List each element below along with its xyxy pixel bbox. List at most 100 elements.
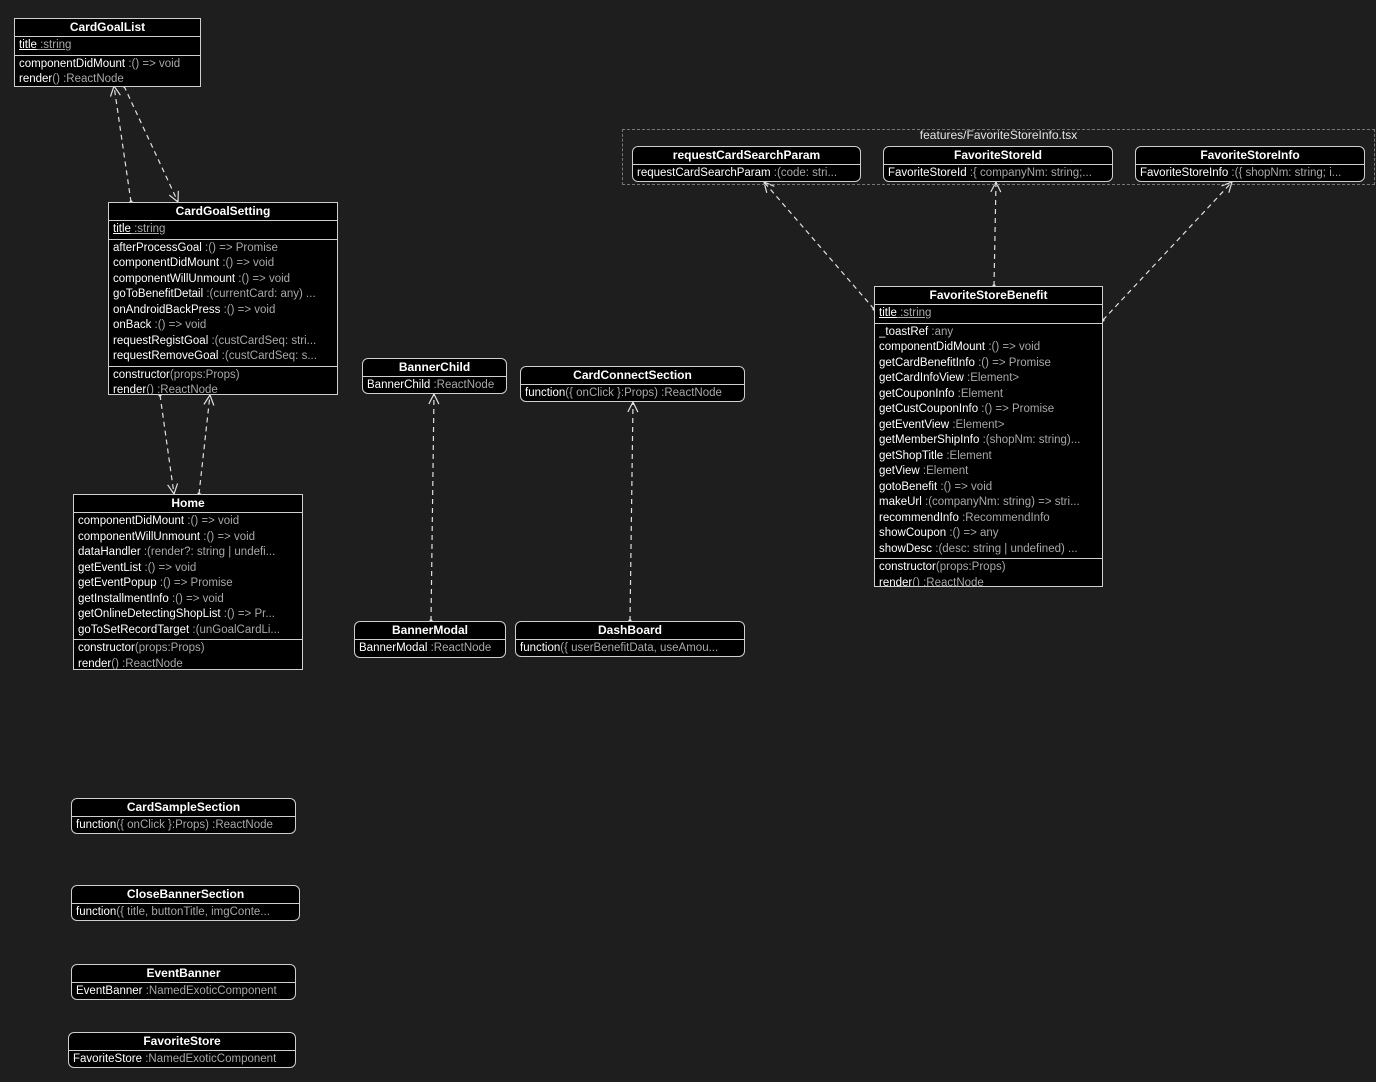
- member-type: :any: [928, 325, 954, 338]
- class-member: componentDidMount :() => void: [113, 256, 333, 272]
- member-type: (props:Props): [134, 642, 205, 654]
- member-name: getCouponInfo: [879, 387, 955, 400]
- member-name: componentWillUnmount: [78, 530, 201, 543]
- class-member: FavoriteStore :NamedExoticComponent: [73, 1052, 291, 1067]
- class-member: componentWillUnmount :() => void: [113, 272, 333, 288]
- class-title: Home: [74, 495, 302, 513]
- edge-card-goal-setting-to-card-goal-list: [114, 86, 132, 203]
- class-title: CardSampleSection: [72, 799, 295, 817]
- class-member: getCardBenefitInfo :() => Promise: [879, 356, 1098, 372]
- member-type: :() => void: [235, 272, 291, 285]
- member-type: :{ companyNm: string;...: [966, 167, 1092, 179]
- class-member: requestRegistGoal :(custCardSeq: stri...: [113, 334, 333, 350]
- class-member: getEventPopup :() => Promise: [78, 576, 298, 592]
- member-type: :() => Promise: [201, 241, 278, 254]
- member-type: :() => Promise: [974, 356, 1051, 369]
- member-name: title: [19, 39, 37, 51]
- edge-favorite-store-benefit-to-favorite-store-id: [994, 182, 996, 287]
- member-type: :(currentCard: any) ...: [203, 288, 316, 300]
- member-name: dataHandler: [78, 546, 141, 558]
- member-type: ({ userBenefitData, useAmou...: [560, 642, 719, 654]
- member-name: getEventView: [879, 418, 950, 431]
- member-type: :(companyNm: string) => stri...: [921, 496, 1080, 508]
- member-name: getOnlineDetectingShopList: [78, 608, 221, 620]
- class-member: title :string: [879, 306, 1098, 322]
- class-section: title :string: [109, 221, 337, 239]
- member-name: EventBanner: [76, 985, 143, 997]
- member-type: (props:Props): [169, 368, 240, 381]
- member-type: :() => void: [125, 57, 181, 70]
- member-name: FavoriteStore: [73, 1053, 143, 1065]
- member-type: :Element: [919, 465, 969, 477]
- member-name: getView: [879, 465, 920, 477]
- class-member: componentDidMount :() => void: [78, 514, 298, 530]
- member-type: :() => Pr...: [220, 608, 275, 620]
- member-name: BannerModal: [359, 642, 428, 654]
- class-section: requestCardSearchParam :(code: stri...: [633, 165, 860, 181]
- class-member: afterProcessGoal :() => Promise: [113, 241, 333, 257]
- member-name: render: [78, 657, 112, 670]
- class-section: title :string: [875, 305, 1102, 323]
- class-section: constructor(props:Props)render() :ReactN…: [74, 639, 302, 670]
- member-name: componentWillUnmount: [113, 272, 236, 285]
- class-member: render() :ReactNode: [78, 657, 298, 670]
- member-type: :() => void: [937, 480, 993, 493]
- member-type: ({ onClick }:Props) :ReactNode: [116, 819, 273, 831]
- class-section: BannerChild :ReactNode: [363, 377, 506, 393]
- member-type: :(code: stri...: [770, 167, 838, 179]
- member-type: () :ReactNode: [146, 384, 218, 395]
- class-title: FavoriteStoreBenefit: [875, 287, 1102, 305]
- member-type: ({ title, buttonTitle, imgConte...: [116, 906, 270, 918]
- class-member: _toastRef :any: [879, 325, 1098, 341]
- member-name: constructor: [113, 368, 170, 381]
- class-member: gotoBenefit :() => void: [879, 480, 1098, 496]
- member-type: :string: [36, 39, 72, 51]
- class-member: getInstallmentInfo :() => void: [78, 592, 298, 608]
- class-title: CardGoalSetting: [109, 203, 337, 221]
- member-type: :(unGoalCardLi...: [189, 623, 280, 636]
- member-type: () :ReactNode: [52, 73, 124, 85]
- member-name: recommendInfo: [879, 511, 959, 524]
- member-type: :(render?: string | undefi...: [140, 546, 276, 558]
- class-title: DashBoard: [516, 622, 744, 640]
- member-name: requestRegistGoal: [113, 334, 209, 347]
- class-member: getEventList :() => void: [78, 561, 298, 577]
- class-member: onBack :() => void: [113, 318, 333, 334]
- class-title: FavoriteStoreId: [884, 147, 1112, 165]
- class-member: constructor(props:Props): [78, 641, 298, 657]
- class-title: BannerModal: [355, 622, 505, 640]
- class-section: title :string: [15, 37, 200, 55]
- member-name: onBack: [113, 319, 152, 331]
- class-title: CardConnectSection: [521, 367, 744, 385]
- class-member: getShopTitle :Element: [879, 449, 1098, 465]
- member-type: :() => any: [946, 527, 999, 539]
- class-member: getCardInfoView :Element>: [879, 371, 1098, 387]
- class-member: componentDidMount :() => void: [879, 340, 1098, 356]
- member-name: goToSetRecordTarget: [78, 623, 190, 636]
- member-name: title: [113, 223, 131, 235]
- member-type: :RecommendInfo: [958, 511, 1050, 524]
- member-name: render: [19, 73, 53, 85]
- edge-banner-modal-to-banner-child: [431, 394, 434, 622]
- member-name: showCoupon: [879, 527, 947, 539]
- class-member: makeUrl :(companyNm: string) => stri...: [879, 495, 1098, 511]
- class-title: requestCardSearchParam: [633, 147, 860, 165]
- class-member: recommendInfo :RecommendInfo: [879, 511, 1098, 527]
